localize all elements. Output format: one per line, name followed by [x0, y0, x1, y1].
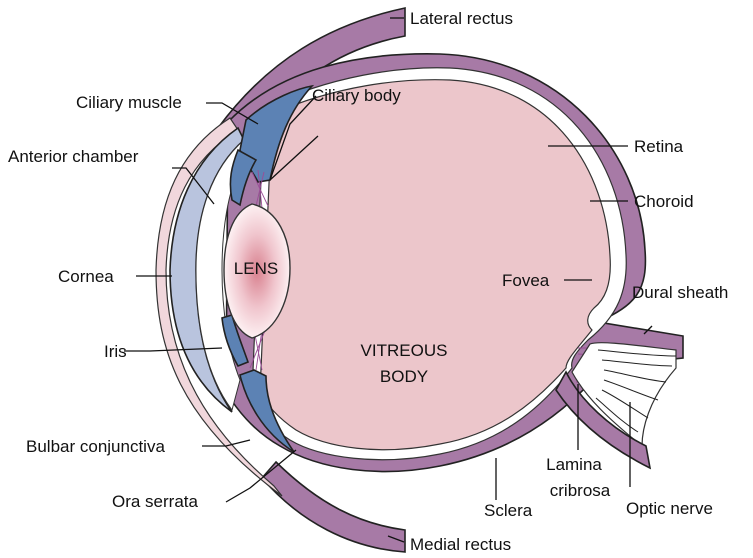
label-vitreous-body-1: VITREOUS — [361, 341, 448, 360]
label-iris: Iris — [104, 342, 127, 361]
label-medial-rectus: Medial rectus — [410, 535, 511, 554]
label-anterior-chamber: Anterior chamber — [8, 147, 139, 166]
label-ora-serrata: Ora serrata — [112, 492, 199, 511]
label-ciliary-muscle: Ciliary muscle — [76, 93, 182, 112]
label-sclera: Sclera — [484, 501, 533, 520]
optic-nerve — [572, 343, 676, 446]
label-optic-nerve: Optic nerve — [626, 499, 713, 518]
label-vitreous-body-2: BODY — [380, 367, 428, 386]
label-lamina-2: cribrosa — [550, 481, 611, 500]
medial-rectus-muscle — [262, 462, 405, 552]
label-choroid: Choroid — [634, 192, 694, 211]
label-lamina-1: Lamina — [546, 455, 602, 474]
label-dural-sheath: Dural sheath — [632, 283, 728, 302]
label-retina: Retina — [634, 137, 684, 156]
label-fovea: Fovea — [502, 271, 550, 290]
label-cornea: Cornea — [58, 267, 114, 286]
label-ciliary-body: Ciliary body — [312, 86, 401, 105]
label-lateral-rectus: Lateral rectus — [410, 9, 513, 28]
label-lens: LENS — [234, 259, 278, 278]
label-bulbar-conjunctiva: Bulbar conjunctiva — [26, 437, 165, 456]
